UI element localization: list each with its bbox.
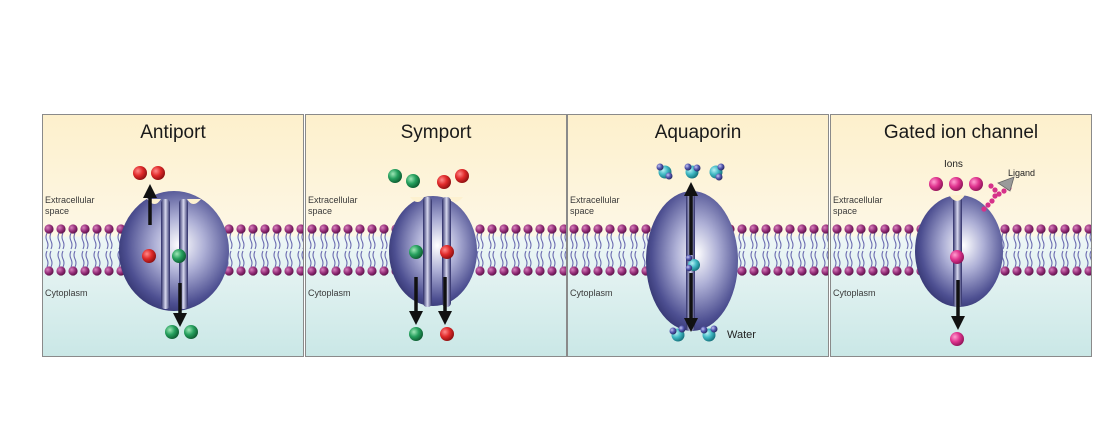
green-ion xyxy=(165,325,179,339)
ligand-icon xyxy=(997,176,1015,192)
panel-title: Aquaporin xyxy=(654,122,742,143)
green-ion xyxy=(406,174,420,188)
extracellular-label: Extracellular space xyxy=(45,195,95,216)
cytoplasm-label: Cytoplasm xyxy=(308,288,351,298)
pink-ion xyxy=(950,250,964,264)
green-ion xyxy=(388,169,402,183)
cytoplasm-label: Cytoplasm xyxy=(45,288,88,298)
pink-ion xyxy=(949,177,963,191)
water-label: Water xyxy=(727,329,756,341)
panel-title: Gated ion channel xyxy=(883,122,1039,143)
panel-title: Symport xyxy=(400,122,472,143)
water-molecules xyxy=(656,163,725,342)
ions-label: Ions xyxy=(944,159,963,170)
red-ion xyxy=(133,166,147,180)
gated-ion-channel-panel: Gated ion channel Extracellular space Cy… xyxy=(830,114,1092,357)
red-ion xyxy=(440,245,454,259)
panel-title: Antiport xyxy=(140,122,206,143)
antiport-panel: Antiport Extracellular space Cytoplasm xyxy=(42,114,304,357)
extracellular-label: Extracellular space xyxy=(833,195,883,216)
symport-panel: Symport Extracellular space Cytoplasm xyxy=(305,114,567,357)
green-ion xyxy=(184,325,198,339)
antiport-diagram xyxy=(43,115,303,356)
aquaporin-panel: Aquaporin Extracellular space Cytoplasm … xyxy=(567,114,829,357)
ligand-label: Ligand xyxy=(1008,168,1036,178)
symport-diagram xyxy=(306,115,566,356)
pink-ion xyxy=(969,177,983,191)
red-ion xyxy=(142,249,156,263)
pink-ion xyxy=(929,177,943,191)
cytoplasm-label: Cytoplasm xyxy=(833,288,876,298)
red-ion xyxy=(455,169,469,183)
pink-ion xyxy=(950,332,964,346)
red-ion xyxy=(151,166,165,180)
extracellular-label: Extracellular space xyxy=(570,195,620,216)
cytoplasm-label: Cytoplasm xyxy=(570,288,613,298)
extracellular-label: Extracellular space xyxy=(308,195,358,216)
red-ion xyxy=(437,175,451,189)
aquaporin-diagram xyxy=(568,115,828,356)
green-ion xyxy=(409,327,423,341)
red-ion xyxy=(440,327,454,341)
gated-ion-channel-diagram xyxy=(831,115,1091,356)
green-ion xyxy=(409,245,423,259)
transport-protein xyxy=(119,191,229,311)
green-ion xyxy=(172,249,186,263)
